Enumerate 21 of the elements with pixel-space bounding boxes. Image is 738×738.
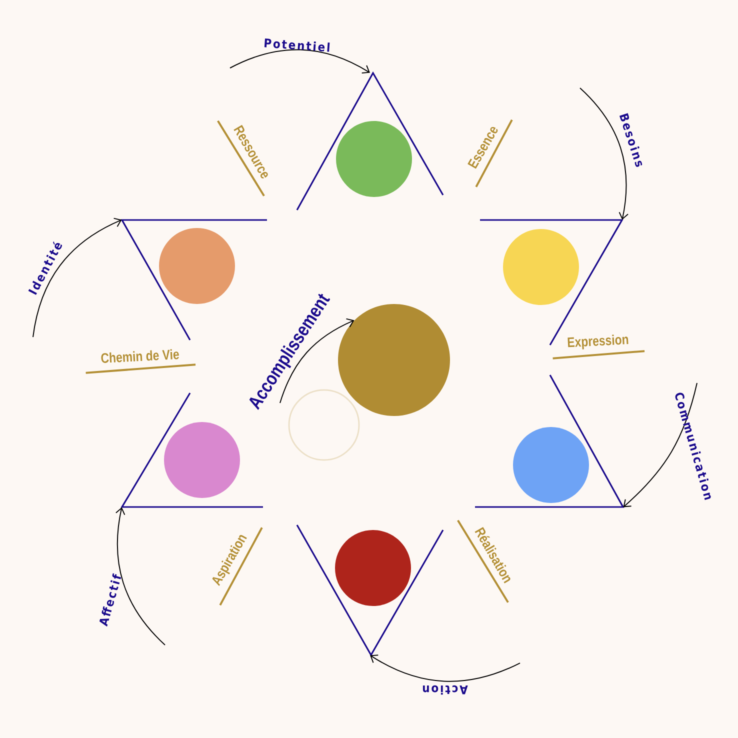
curved-arrow: [623, 382, 698, 508]
edge-label: Action: [422, 685, 468, 695]
brush-label: Expression: [552, 334, 645, 360]
circle: [513, 427, 589, 503]
chevron: [475, 374, 624, 508]
circle: [336, 121, 412, 197]
curved-arrow: [230, 49, 370, 74]
circle: [159, 228, 235, 304]
edge-label: Potentiel: [264, 38, 330, 52]
curved-arrow: [370, 654, 520, 682]
circle: [338, 304, 450, 416]
circle: [335, 530, 411, 606]
brush-label: Chemin de Vie: [86, 349, 196, 374]
circle: [164, 422, 240, 498]
curved-arrow: [115, 507, 166, 646]
chevron: [296, 524, 444, 657]
curved-arrow: [280, 318, 354, 404]
chevron: [296, 71, 444, 210]
circle: [503, 229, 579, 305]
curved-arrow: [32, 218, 122, 338]
curved-arrow: [580, 88, 629, 220]
